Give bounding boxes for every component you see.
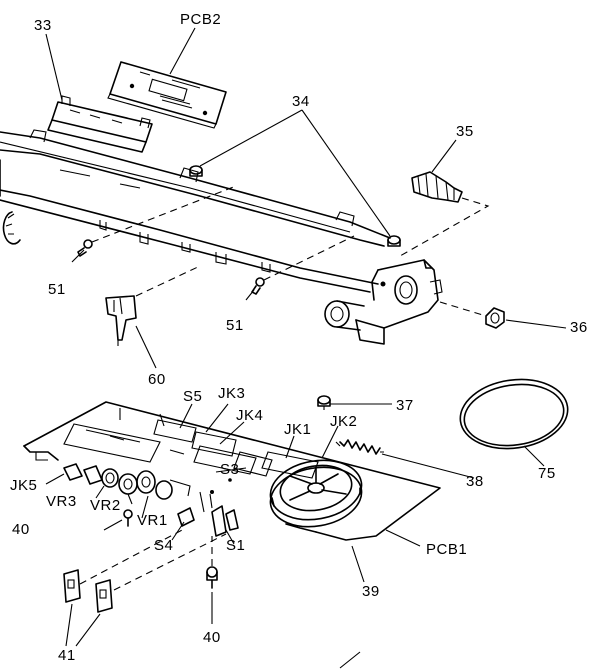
- label-40-left: 40: [12, 521, 30, 538]
- label-60: 60: [148, 371, 166, 388]
- part-40-screws-drawing: [103, 509, 218, 624]
- label-41: 41: [58, 647, 76, 664]
- label-40-bottom: 40: [203, 629, 221, 646]
- label-vr3: VR3: [46, 493, 77, 510]
- label-51-left: 51: [48, 281, 66, 298]
- part-60-knob-drawing: [105, 265, 201, 369]
- label-s3: S3: [220, 461, 240, 478]
- part-39-pulley-drawing: [269, 459, 365, 583]
- label-37: 37: [396, 397, 414, 414]
- edge-stroke: [339, 651, 361, 669]
- label-jk3: JK3: [218, 385, 246, 402]
- component-leaders: [45, 403, 421, 547]
- label-34: 34: [292, 93, 310, 110]
- leader-pcb2: [169, 27, 196, 75]
- part-51-screws-drawing: [71, 185, 355, 301]
- label-36: 36: [570, 319, 588, 336]
- label-s1: S1: [226, 537, 246, 554]
- part-37-screw-drawing: [317, 395, 392, 459]
- label-75: 75: [538, 465, 556, 482]
- label-51-right: 51: [226, 317, 244, 334]
- label-pcb1: PCB1: [426, 541, 468, 558]
- label-38: 38: [466, 473, 484, 490]
- leader-33: [45, 33, 63, 101]
- part-33-bracket-drawing: [47, 95, 153, 153]
- label-jk4: JK4: [236, 407, 264, 424]
- part-34-screws-drawing: [189, 109, 401, 247]
- part-41-covers-drawing: [63, 527, 227, 647]
- chassis-drawing: [0, 129, 391, 293]
- label-pcb2: PCB2: [180, 11, 222, 28]
- label-jk1: JK1: [284, 421, 312, 438]
- end-block-drawing: [324, 259, 443, 345]
- part-75-belt-drawing: [459, 378, 569, 467]
- label-s5: S5: [183, 388, 203, 405]
- label-jk5: JK5: [10, 477, 38, 494]
- pcb2-board-drawing: [107, 61, 227, 129]
- part-36-nut-drawing: [439, 301, 567, 329]
- part-38-spring-drawing: [335, 439, 475, 479]
- part-35-connector-drawing: [399, 139, 490, 257]
- label-vr1: VR1: [137, 512, 168, 529]
- label-vr2: VR2: [90, 497, 121, 514]
- pcb1-board-drawing: [23, 401, 441, 541]
- label-jk2: JK2: [330, 413, 358, 430]
- label-33: 33: [34, 17, 52, 34]
- label-35: 35: [456, 123, 474, 140]
- label-s4: S4: [154, 537, 174, 554]
- label-39: 39: [362, 583, 380, 600]
